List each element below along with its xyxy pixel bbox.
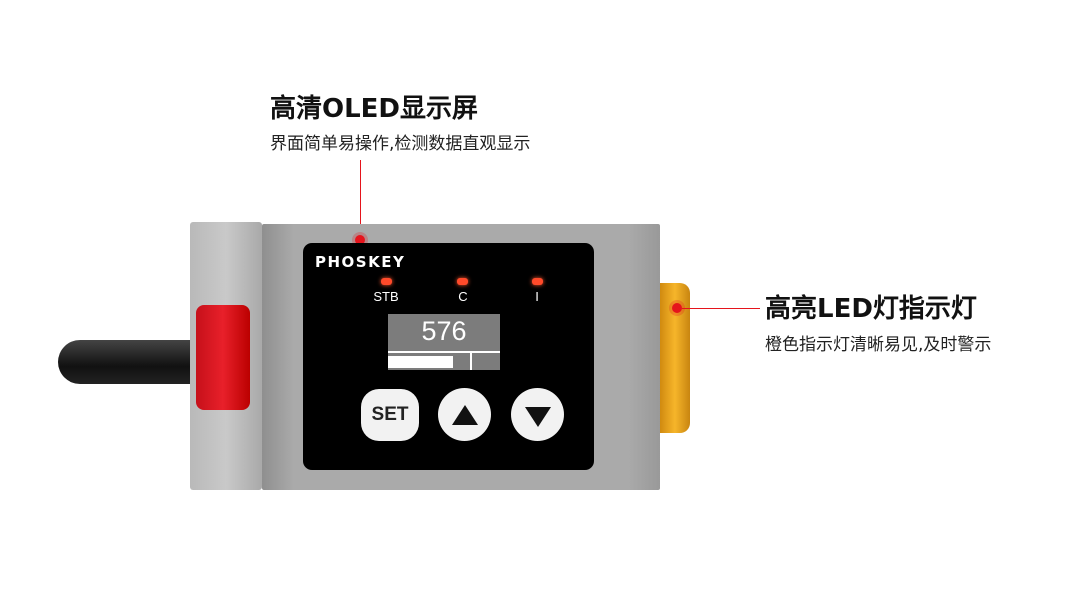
display-value: 576 — [421, 316, 467, 346]
display-level-bar — [388, 356, 453, 368]
brand-logo: PHOSKEY — [315, 253, 406, 271]
lamp-callout-subtitle: 橙色指示灯清晰易见,及时警示 — [765, 335, 992, 355]
c-label: C — [458, 289, 468, 304]
down-button[interactable] — [511, 388, 564, 441]
c-led — [457, 278, 468, 285]
callout-line — [682, 308, 760, 309]
oled-callout-subtitle: 界面简单易操作,检测数据直观显示 — [270, 134, 531, 154]
up-arrow-icon — [451, 404, 478, 425]
down-arrow-icon — [524, 406, 551, 427]
oled-callout-title: 高清OLED显示屏 — [270, 94, 479, 124]
set-button[interactable]: SET — [361, 389, 419, 441]
oled-screen: 576 — [388, 314, 500, 370]
oled-callout-dot — [355, 235, 365, 245]
stb-led — [381, 278, 392, 285]
up-button[interactable] — [438, 388, 491, 441]
callout-line — [360, 160, 361, 238]
display-divider — [388, 351, 500, 353]
i-label: I — [535, 289, 539, 304]
lamp-callout-dot — [672, 303, 682, 313]
lamp-callout-title: 高亮LED灯指示灯 — [765, 294, 977, 324]
stb-label: STB — [373, 289, 399, 304]
control-panel: PHOSKEY STB C I 576 SET — [303, 243, 594, 470]
display-threshold-marker — [470, 351, 472, 370]
cable-connector — [196, 305, 250, 410]
i-led — [532, 278, 543, 285]
